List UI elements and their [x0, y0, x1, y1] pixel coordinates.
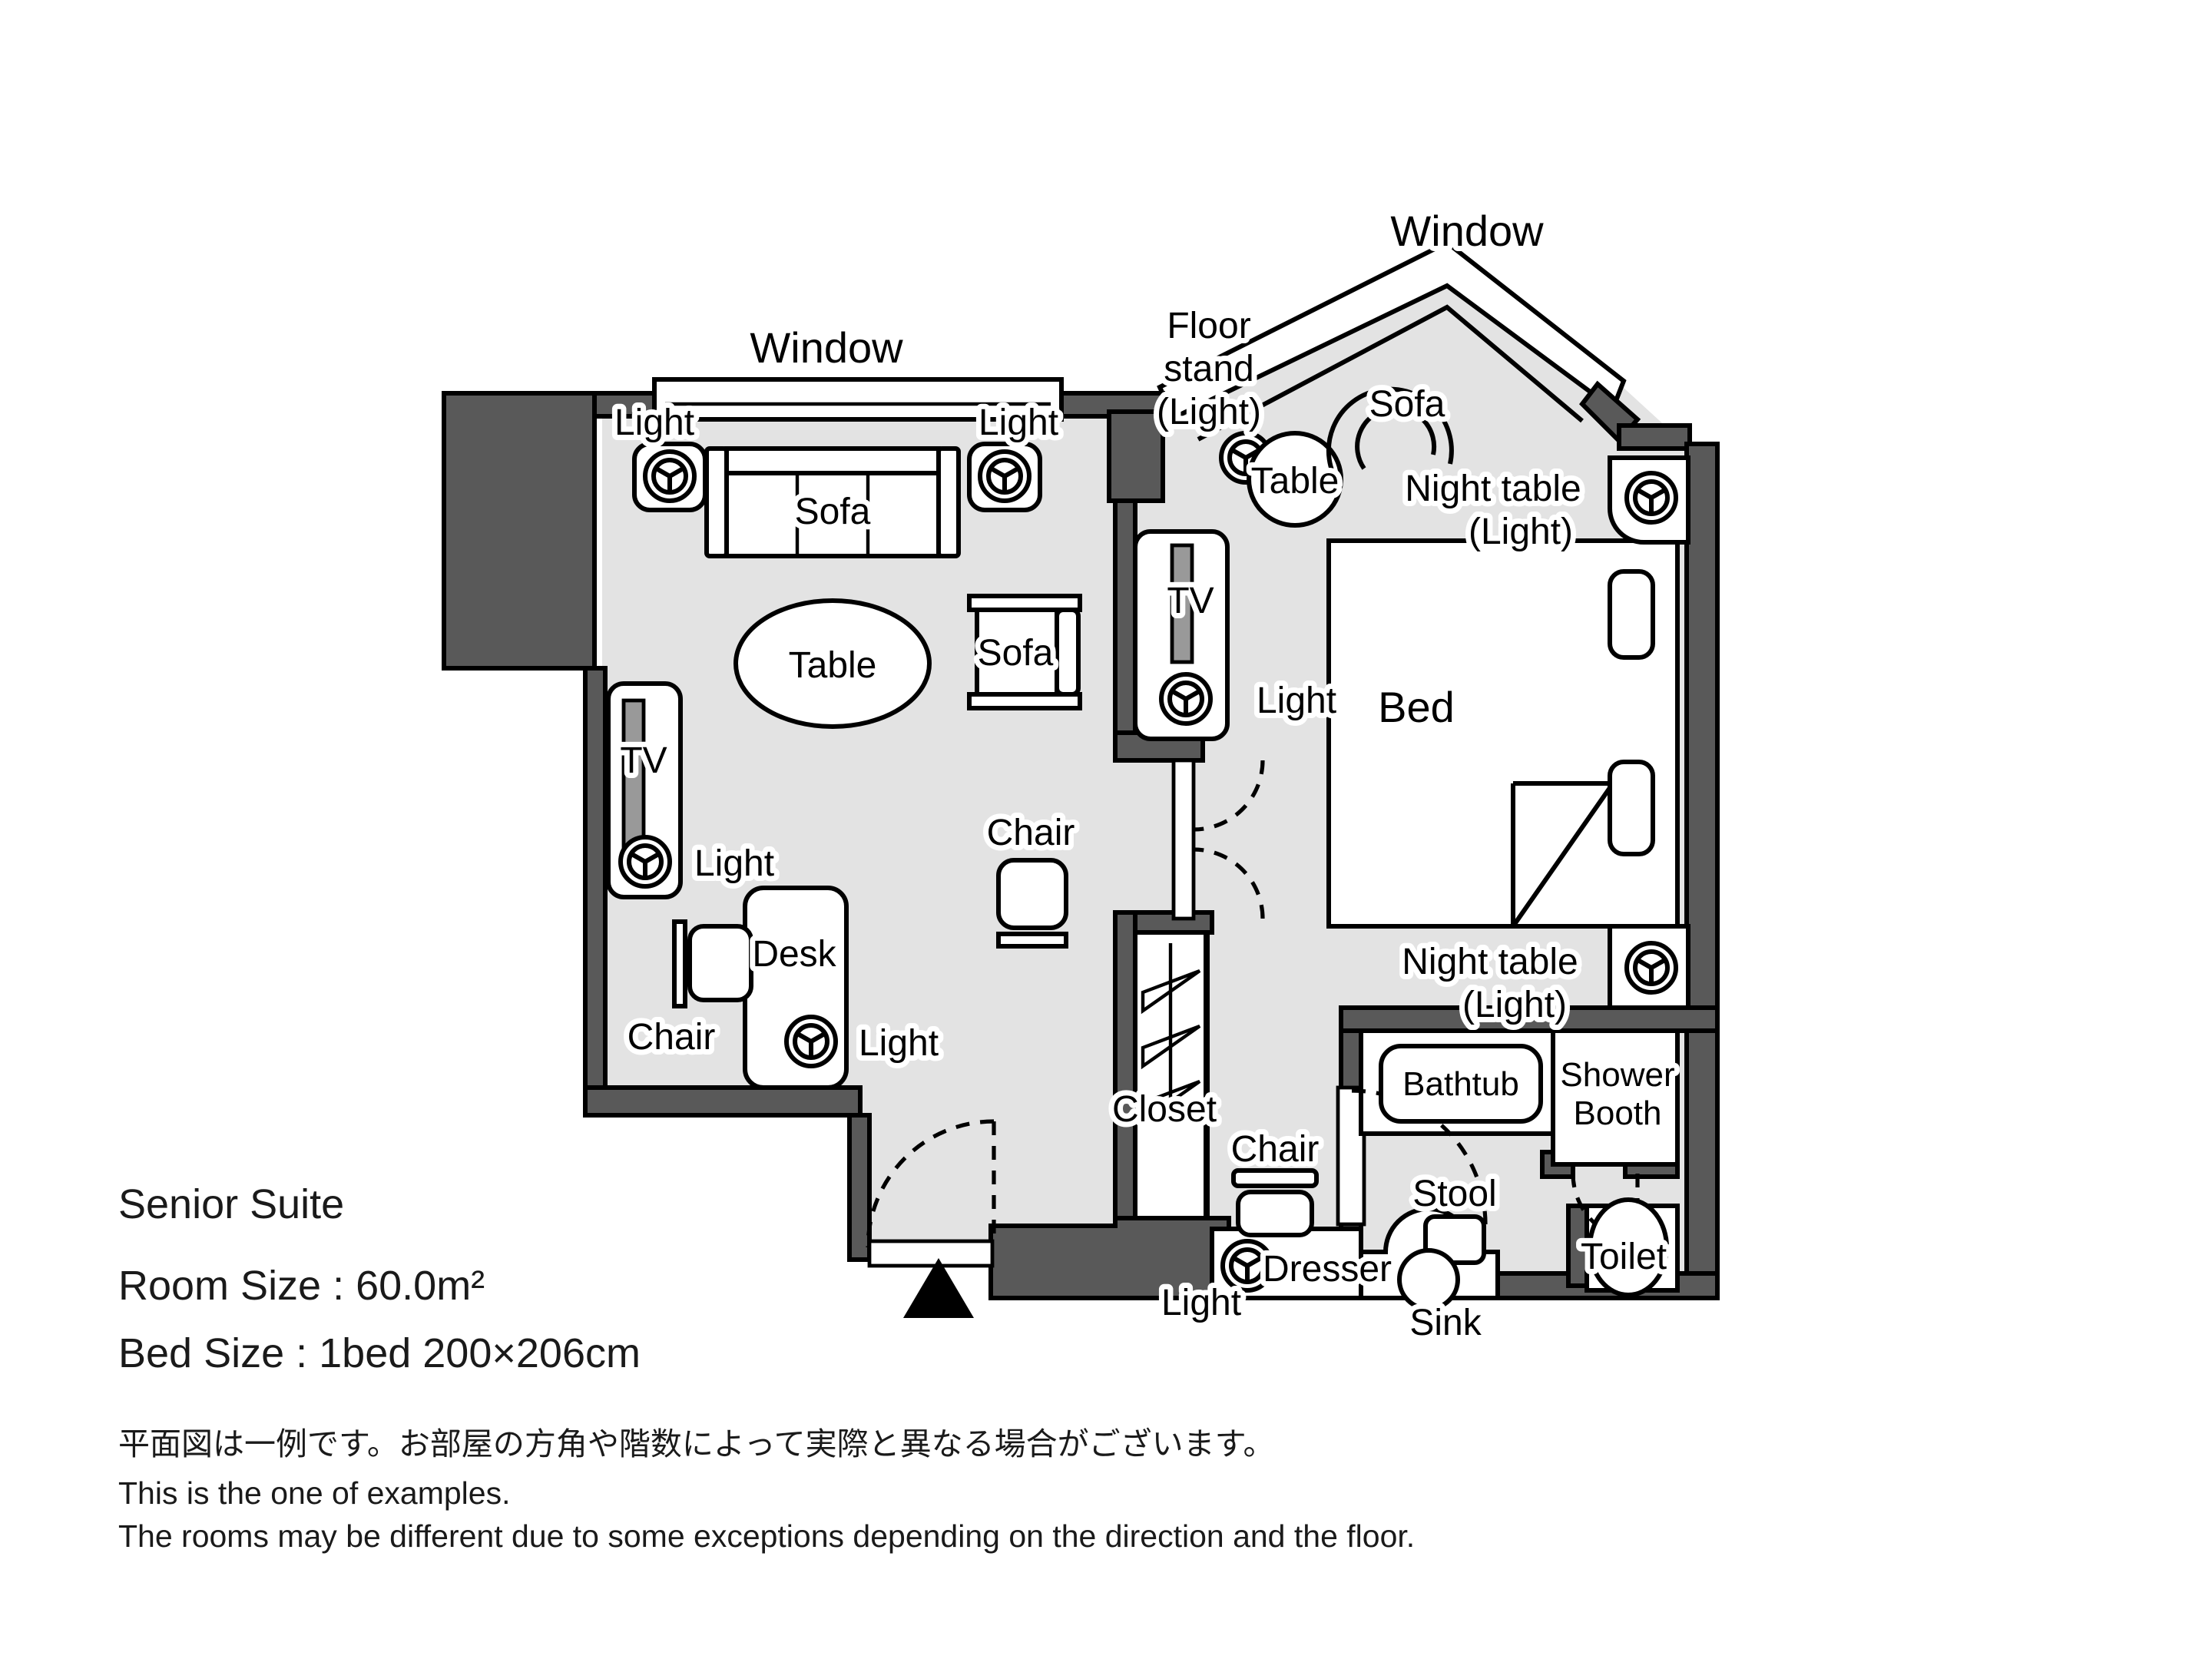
living-table-label: Table [789, 645, 877, 686]
bathroom-door [1336, 1085, 1366, 1227]
entrance-door [867, 1239, 995, 1268]
shower-booth-area [1551, 1028, 1680, 1167]
bay-window-label: Window [1390, 207, 1544, 255]
wall-left [583, 666, 608, 1090]
living-lamp-left-icon [645, 452, 694, 501]
night-table-top-label-1: Night table [1405, 469, 1581, 509]
room-title: Senior Suite [118, 1181, 344, 1227]
bed-pillow-top [1608, 569, 1655, 660]
desk-label: Desk [752, 934, 836, 975]
closet-hanger [1141, 1079, 1201, 1125]
night-table-top-label-2: (Light) [1469, 512, 1573, 552]
bedroom-tv-light-icon [1161, 674, 1210, 724]
desk-chair [672, 919, 753, 1008]
living-sofa-small [967, 594, 1082, 710]
room-info: Senior Suite Room Size : 60.0m² Bed Size… [118, 1181, 641, 1376]
bedroom-tv-label: TV [1167, 581, 1214, 621]
shower-booth-label-1: Shower [1560, 1056, 1674, 1094]
bedroom-door-arc-top [1193, 760, 1265, 832]
closet-hanger [1141, 969, 1201, 1015]
bed-label: Bed [1378, 683, 1455, 731]
floor-stand-label-2: stand [1164, 349, 1253, 389]
bed-size: Bed Size : 1bed 200×206cm [118, 1330, 641, 1376]
living-tv-label: TV [620, 740, 667, 781]
living-light-right-label: Light [979, 402, 1058, 443]
entrance-triangle-marker [903, 1258, 974, 1318]
closet [1133, 930, 1210, 1220]
sink-label: Sink [1409, 1303, 1482, 1343]
wall-right [1684, 442, 1720, 1300]
hall-chair [996, 858, 1068, 949]
bay-table [1247, 431, 1343, 528]
sink-basin [1397, 1248, 1460, 1311]
wall-entrance-left [847, 1113, 872, 1262]
wall-divider-stem [1113, 498, 1137, 735]
bed-blanket-fold [1511, 781, 1615, 928]
bedroom-tv-light-label: Light [1257, 680, 1336, 721]
living-tv-light-label: Light [694, 843, 774, 884]
wall-bedroom-top-right [1617, 423, 1692, 451]
living-sofa [704, 446, 961, 558]
note-english-1: This is the one of examples. [118, 1475, 510, 1511]
bay-window-inner-line [1197, 304, 1584, 442]
night-table-bottom-label-1: Night table [1402, 942, 1578, 982]
bedroom-tv-screen [1170, 543, 1194, 664]
shower-booth-label-2: Booth [1574, 1094, 1662, 1132]
desk-light-label: Light [859, 1023, 939, 1064]
living-window-frame [652, 377, 1064, 422]
bay-table-label: Table [1251, 461, 1339, 502]
living-tv-light-icon [621, 837, 670, 886]
stool-label: Stool [1412, 1174, 1496, 1214]
living-window-label: Window [750, 323, 903, 372]
dresser-chair [1231, 1168, 1319, 1237]
wall-top-left-block [442, 391, 597, 671]
walls [442, 380, 1720, 1300]
plan-labels: Window Window Light Light Sofa Table Sof… [609, 201, 1681, 1349]
openings [652, 377, 1366, 1268]
closet-hanger [1141, 1024, 1201, 1070]
living-light-left-label: Light [614, 402, 694, 443]
dresser-light-label: Light [1161, 1283, 1241, 1323]
bathtub-label: Bathtub [1402, 1065, 1519, 1103]
closet-label: Closet [1112, 1089, 1217, 1130]
wall-bathroom-top [1339, 1005, 1720, 1033]
wall-divider-cap [1107, 409, 1165, 503]
living-sofa-label: Sofa [795, 492, 871, 532]
bedroom-door-arc-bottom [1193, 847, 1265, 919]
desk-chair-label: Chair [628, 1017, 716, 1058]
toilet-label: Toilet [1581, 1237, 1667, 1277]
bay-sofa-label: Sofa [1369, 384, 1445, 425]
room-size: Room Size : 60.0m² [118, 1263, 485, 1309]
wall-closet-left [1113, 910, 1137, 1220]
bed-pillow-bottom [1608, 760, 1655, 856]
wall-living-top-left [592, 391, 657, 419]
night-table-bottom-light-icon [1627, 943, 1676, 992]
floor-stand-label-3: (Light) [1157, 392, 1261, 432]
entrance-door-arc [866, 1119, 995, 1248]
bedroom-door [1171, 758, 1196, 921]
night-table-top-light-icon [1627, 473, 1676, 522]
wall-entrance-block [988, 1216, 1231, 1300]
desk-light-icon [786, 1017, 836, 1066]
disclaimer-notes: 平面図は一例です。お部屋の方角や階数によって実際と異なる場合がございます。 Th… [118, 1426, 1415, 1554]
dresser-chair-label: Chair [1231, 1129, 1320, 1170]
night-table-bottom-label-2: (Light) [1462, 985, 1567, 1025]
note-japanese: 平面図は一例です。お部屋の方角や階数によって実際と異なる場合がございます。 [118, 1426, 1275, 1462]
living-lamp-right-icon [980, 452, 1029, 501]
door-swings [866, 760, 1640, 1248]
hall-chair-label: Chair [987, 813, 1075, 853]
bathtub [1379, 1044, 1543, 1124]
dresser-label: Dresser [1263, 1249, 1392, 1290]
note-english-2: The rooms may be different due to some e… [118, 1518, 1415, 1554]
bay-sofa [1326, 386, 1454, 487]
living-table [733, 598, 932, 729]
shower-door-arc [1571, 1173, 1638, 1243]
bed [1326, 538, 1680, 929]
living-sofa-small-label: Sofa [978, 633, 1054, 674]
floor-stand-label-1: Floor [1167, 306, 1250, 346]
toilet [1588, 1197, 1669, 1297]
wall-living-bottom [583, 1085, 863, 1118]
